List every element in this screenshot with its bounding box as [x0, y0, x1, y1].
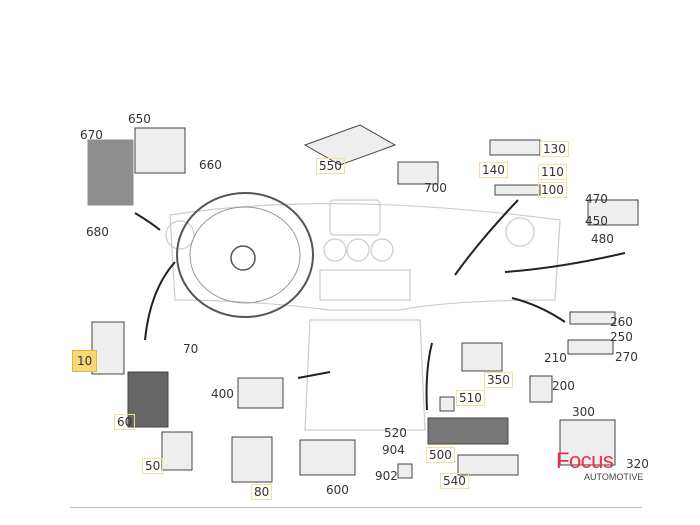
part-label-100: 100	[538, 182, 567, 198]
part-label-350: 350	[484, 372, 513, 388]
part-label-70: 70	[183, 342, 199, 356]
arrows	[134, 199, 626, 411]
part-label-320: 320	[626, 457, 649, 471]
part-label-130: 130	[540, 141, 569, 157]
part-label-904: 904	[382, 443, 405, 457]
part-label-520: 520	[384, 426, 407, 440]
part-label-80: 80	[251, 484, 273, 500]
part-label-500: 500	[426, 447, 455, 463]
part-label-140: 140	[479, 162, 508, 178]
part-label-400: 400	[211, 387, 234, 401]
part-label-50: 50	[142, 458, 164, 474]
part-label-250: 250	[610, 330, 633, 344]
part-label-300: 300	[572, 405, 595, 419]
part-label-550: 550	[316, 158, 345, 174]
part-label-260: 260	[610, 315, 633, 329]
part-label-270: 270	[615, 350, 638, 364]
part-label-600: 600	[326, 483, 349, 497]
part-label-10-highlighted: 10	[72, 350, 98, 372]
part-label-60: 60	[114, 414, 136, 430]
bottom-divider	[70, 507, 642, 508]
part-label-110: 110	[538, 164, 567, 180]
part-drawings	[87, 124, 639, 483]
part-label-700: 700	[424, 181, 447, 195]
part-label-510: 510	[456, 390, 485, 406]
dashboard-outline	[165, 199, 561, 431]
logo-subtitle: AUTOMOTIVE	[584, 472, 644, 482]
part-label-660: 660	[199, 158, 222, 172]
part-label-200: 200	[552, 379, 575, 393]
part-label-902: 902	[375, 469, 398, 483]
part-label-470: 470	[585, 192, 608, 206]
part-label-680: 680	[86, 225, 109, 239]
logo-brand: Focus	[556, 448, 614, 473]
part-label-540: 540	[440, 473, 469, 489]
part-label-210: 210	[544, 351, 567, 365]
steering-wheel	[176, 192, 314, 318]
part-label-670: 670	[80, 128, 103, 142]
part-label-650: 650	[128, 112, 151, 126]
focus-automotive-logo: Focus AUTOMOTIVE	[556, 448, 643, 482]
part-label-480: 480	[591, 232, 614, 246]
part-label-450: 450	[585, 214, 608, 228]
